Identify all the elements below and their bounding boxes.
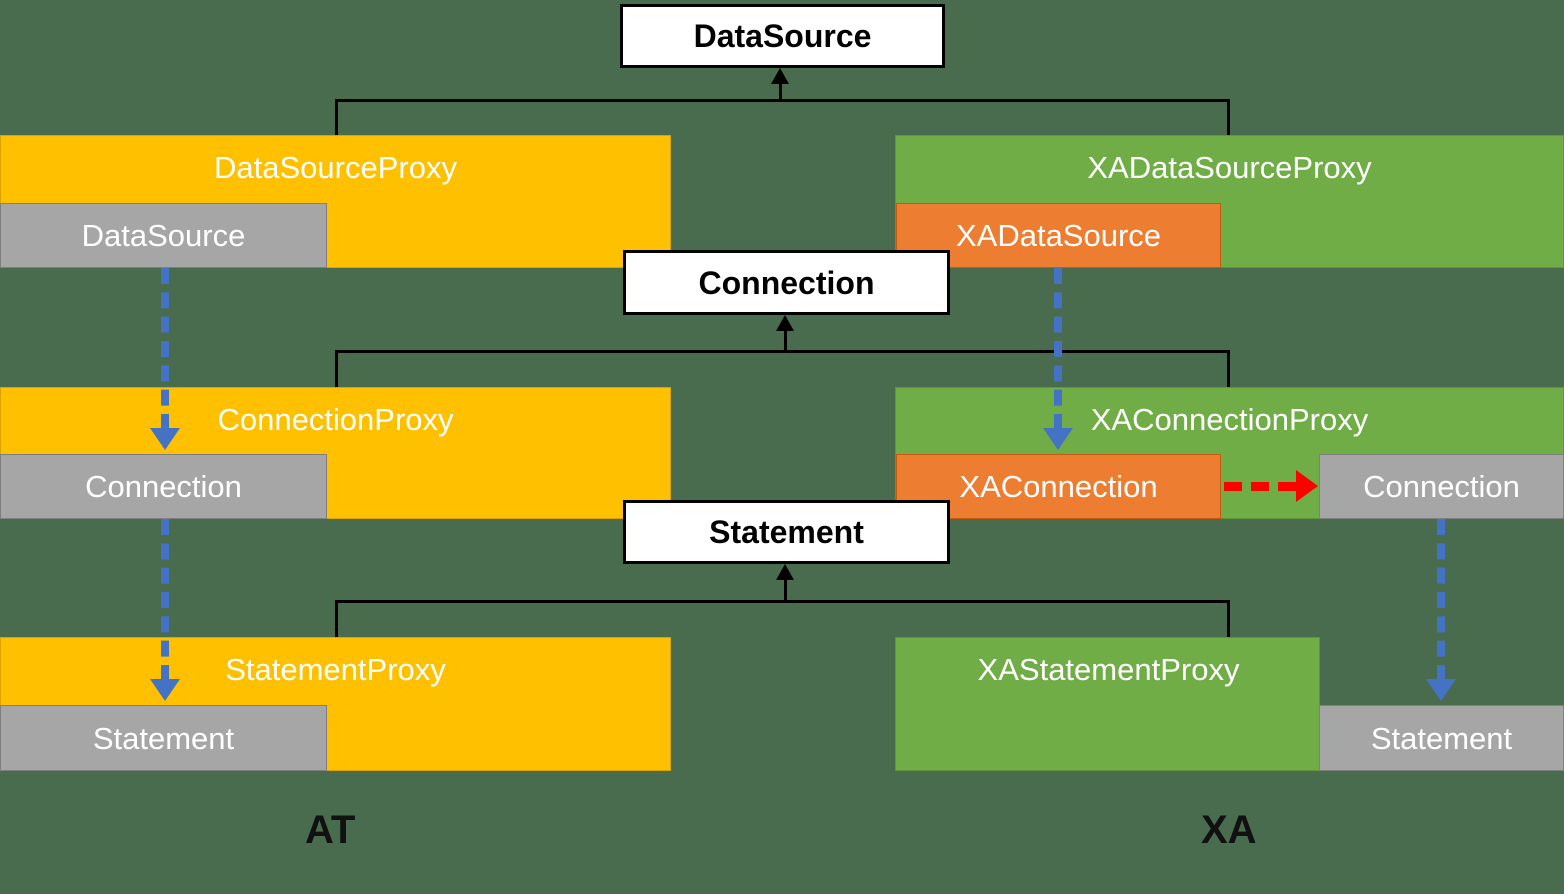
column-caption-xa-label: XA [1201,808,1257,852]
member-label-xaconnection: XAConnection [959,469,1158,504]
delegation-arrow-xa-connection-to-statement-line [1437,519,1445,681]
member-label-statement: Statement [92,720,235,756]
inheritance-crossbar-connection [335,350,1230,353]
delegation-arrow-xa-datasource-to-xaconnection-head [1043,428,1073,450]
xaconnection-to-connection-dashed-line [1224,482,1296,491]
interface-box-statement: Statement [623,500,950,564]
member-label-connection: Connection [85,469,242,504]
delegation-arrow-at-datasource-to-connection-head [150,428,180,450]
inheritance-drop-right-statement [1227,600,1230,637]
interface-label-connection: Connection [698,264,875,301]
inheritance-drop-left-connection [335,350,338,387]
interface-box-connection: Connection [623,250,950,315]
inheritance-stem-datasource [779,84,782,100]
member-label-xadatasource: XADataSource [955,218,1162,253]
column-caption-at-label: AT [305,808,356,852]
delegation-arrow-at-datasource-to-connection-line [161,268,169,430]
interface-label-datasource: DataSource [693,18,872,54]
column-caption-at: AT [305,808,355,853]
column-caption-xa: XA [1201,808,1257,853]
interface-box-datasource: DataSource [620,4,945,68]
member-box-xadatasource: XADataSource [896,203,1221,268]
proxy-box-xadatasourceproxy: XADataSourceProxy [895,135,1564,268]
delegation-arrow-xa-datasource-to-xaconnection-line [1054,268,1062,430]
inheritance-crossbar-datasource [335,99,1230,102]
inheritance-arrowhead-datasource [771,68,789,84]
member-box-xa-statement-delegate: Statement [1319,705,1564,771]
interface-label-statement: Statement [709,514,864,550]
proxy-label-xaconnectionproxy: XAConnectionProxy [1090,402,1369,437]
inheritance-drop-right-datasource [1227,99,1230,135]
member-box-xaconnection: XAConnection [896,454,1221,519]
member-box-statement: Statement [0,705,327,771]
member-label-xa-connection-delegate: Connection [1363,469,1520,504]
member-label-xa-statement-delegate: Statement [1370,720,1513,756]
proxy-label-datasourceproxy: DataSourceProxy [214,150,457,185]
proxy-box-xastatementproxy: XAStatementProxy [895,637,1320,771]
proxy-label-connectionproxy: ConnectionProxy [217,402,454,437]
inheritance-arrowhead-statement [776,564,794,580]
delegation-arrow-at-connection-to-statement-head [150,679,180,701]
member-box-connection: Connection [0,454,327,519]
member-box-xa-connection-delegate: Connection [1319,454,1564,519]
inheritance-drop-right-connection [1227,350,1230,387]
inheritance-drop-left-datasource [335,99,338,135]
proxy-label-statementproxy: StatementProxy [225,652,446,687]
inheritance-stem-connection [784,331,787,351]
member-label-datasource: DataSource [81,218,246,253]
inheritance-arrowhead-connection [776,315,794,331]
proxy-label-xadatasourceproxy: XADataSourceProxy [1087,150,1372,185]
inheritance-crossbar-statement [335,600,1230,603]
inheritance-drop-left-statement [335,600,338,637]
inheritance-stem-statement [784,580,787,601]
proxy-label-xastatementproxy: XAStatementProxy [977,652,1240,687]
xaconnection-to-connection-arrowhead [1296,470,1318,502]
delegation-arrow-xa-connection-to-statement-head [1426,679,1456,701]
member-box-datasource: DataSource [0,203,327,268]
delegation-arrow-at-connection-to-statement-line [161,519,169,681]
